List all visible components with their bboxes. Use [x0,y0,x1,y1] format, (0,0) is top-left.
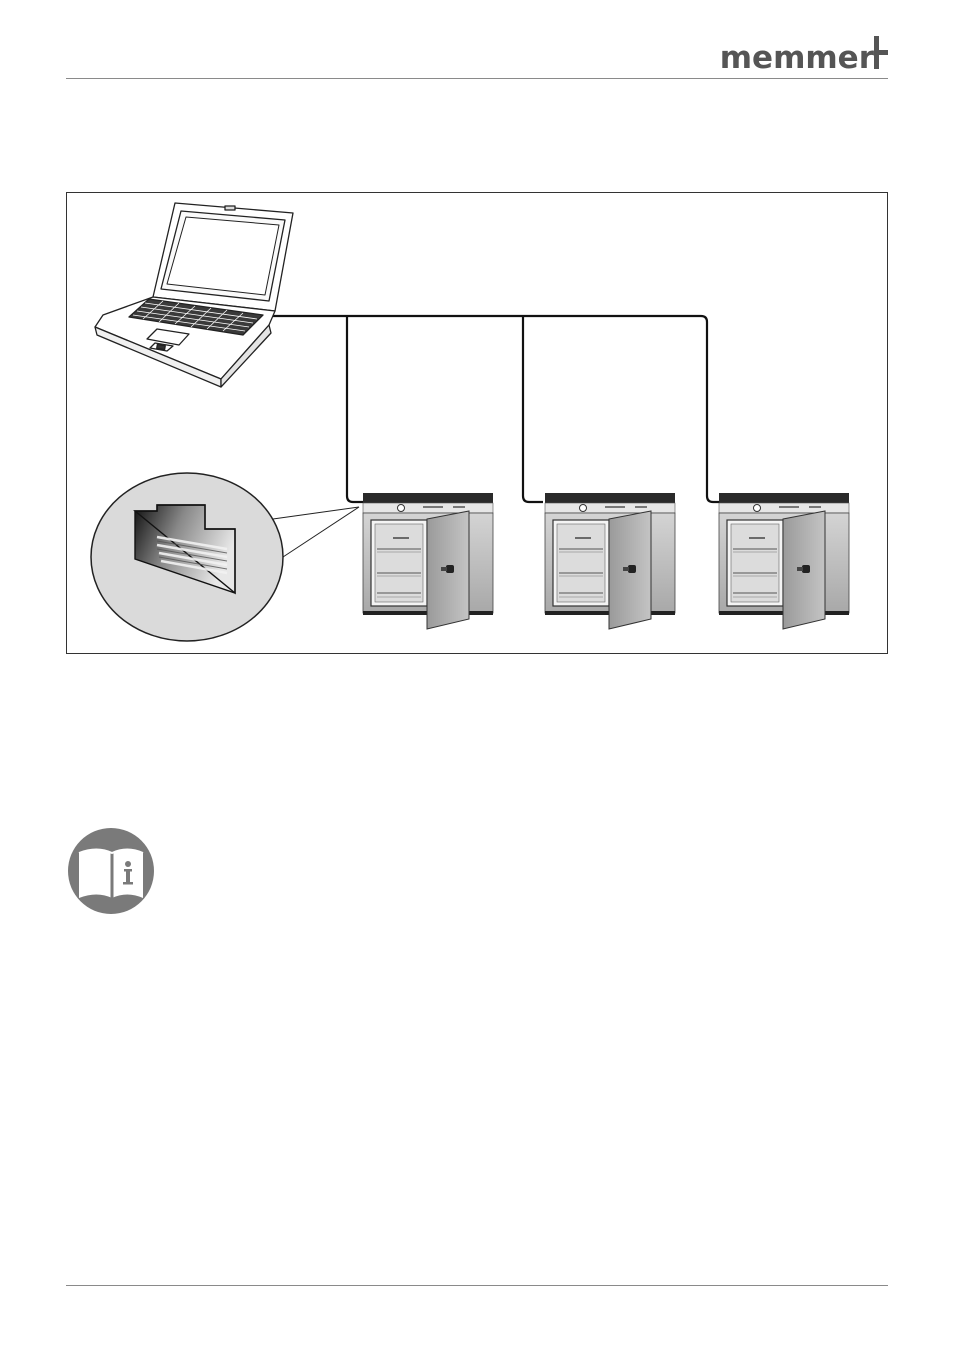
logo-wordmark: memmer [720,40,874,76]
logo-t-glyph [874,36,888,72]
incubator-icon [545,493,675,629]
laptop-icon [95,203,293,387]
callout-pointer [273,507,359,557]
manual-info-icon [68,828,154,914]
ethernet-port-icon [91,473,283,641]
network-figure [66,192,888,654]
network-diagram [67,193,887,653]
footer-rule [66,1285,888,1286]
header-rule [66,78,888,79]
incubator-icon [719,493,849,629]
incubator-icon [363,493,493,629]
network-cable [269,316,719,502]
